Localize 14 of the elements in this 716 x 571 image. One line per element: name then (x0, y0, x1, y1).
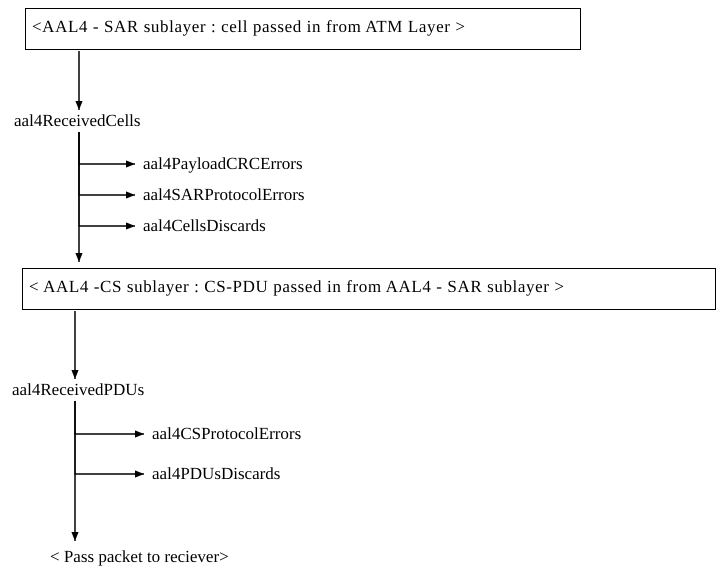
counter-label: aal4CSProtocolErrors (152, 424, 302, 444)
layer-box: < AAL4 -CS sublayer : CS-PDU passed in from AAL4 - SAR sublayer > (22, 268, 716, 310)
layer-box: <AAL4 - SAR sublayer : cell passed in from ATM Layer > (25, 8, 581, 50)
counter-label: aal4SARProtocolErrors (143, 185, 304, 205)
counter-label: aal4ReceivedPDUs (12, 380, 144, 400)
counter-label: < Pass packet to reciever> (50, 547, 229, 567)
arrow (75, 132, 83, 262)
counter-label: aal4CellsDiscards (143, 216, 266, 236)
counter-label: aal4PayloadCRCErrors (143, 154, 303, 174)
arrow (75, 51, 83, 110)
arrow (71, 311, 79, 379)
counter-label: aal4ReceivedCells (14, 111, 141, 131)
arrow (71, 401, 79, 541)
counter-label: aal4PDUsDiscards (152, 464, 280, 484)
